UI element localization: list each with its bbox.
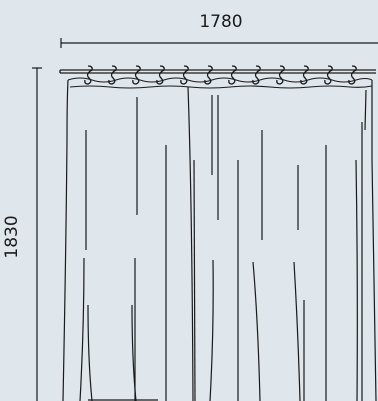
fold-line	[355, 159, 358, 401]
fold-line	[252, 261, 261, 401]
fold-line	[187, 86, 194, 401]
hook-icon	[204, 65, 213, 85]
curtain-top-hem	[67, 77, 373, 89]
hook-icon	[108, 65, 117, 85]
curtain-folds	[79, 86, 367, 401]
hook-icon	[84, 65, 93, 85]
hook-icon	[156, 65, 165, 85]
hook-icon	[324, 65, 333, 85]
curtain-outline	[62, 79, 377, 401]
height-dimension	[32, 67, 42, 401]
curtain-right-edge	[371, 80, 377, 401]
fold-line	[293, 261, 301, 401]
curtain-hooks	[84, 65, 357, 85]
width-dimension	[60, 38, 378, 48]
width-dimension-label: 1780	[199, 12, 242, 32]
fold-line	[79, 257, 85, 401]
curtain-left-edge	[62, 79, 69, 401]
fold-line	[131, 304, 137, 401]
hook-icon	[276, 65, 285, 85]
fold-line	[364, 89, 367, 131]
fold-line	[87, 304, 93, 401]
hook-icon	[180, 65, 189, 85]
hook-icon	[228, 65, 237, 85]
fold-line	[193, 159, 196, 401]
hook-icon	[252, 65, 261, 85]
hook-icon	[132, 65, 141, 85]
hook-icon	[300, 65, 309, 85]
fold-line	[209, 259, 214, 401]
height-dimension-label: 1830	[2, 215, 22, 258]
hook-icon	[348, 65, 357, 85]
